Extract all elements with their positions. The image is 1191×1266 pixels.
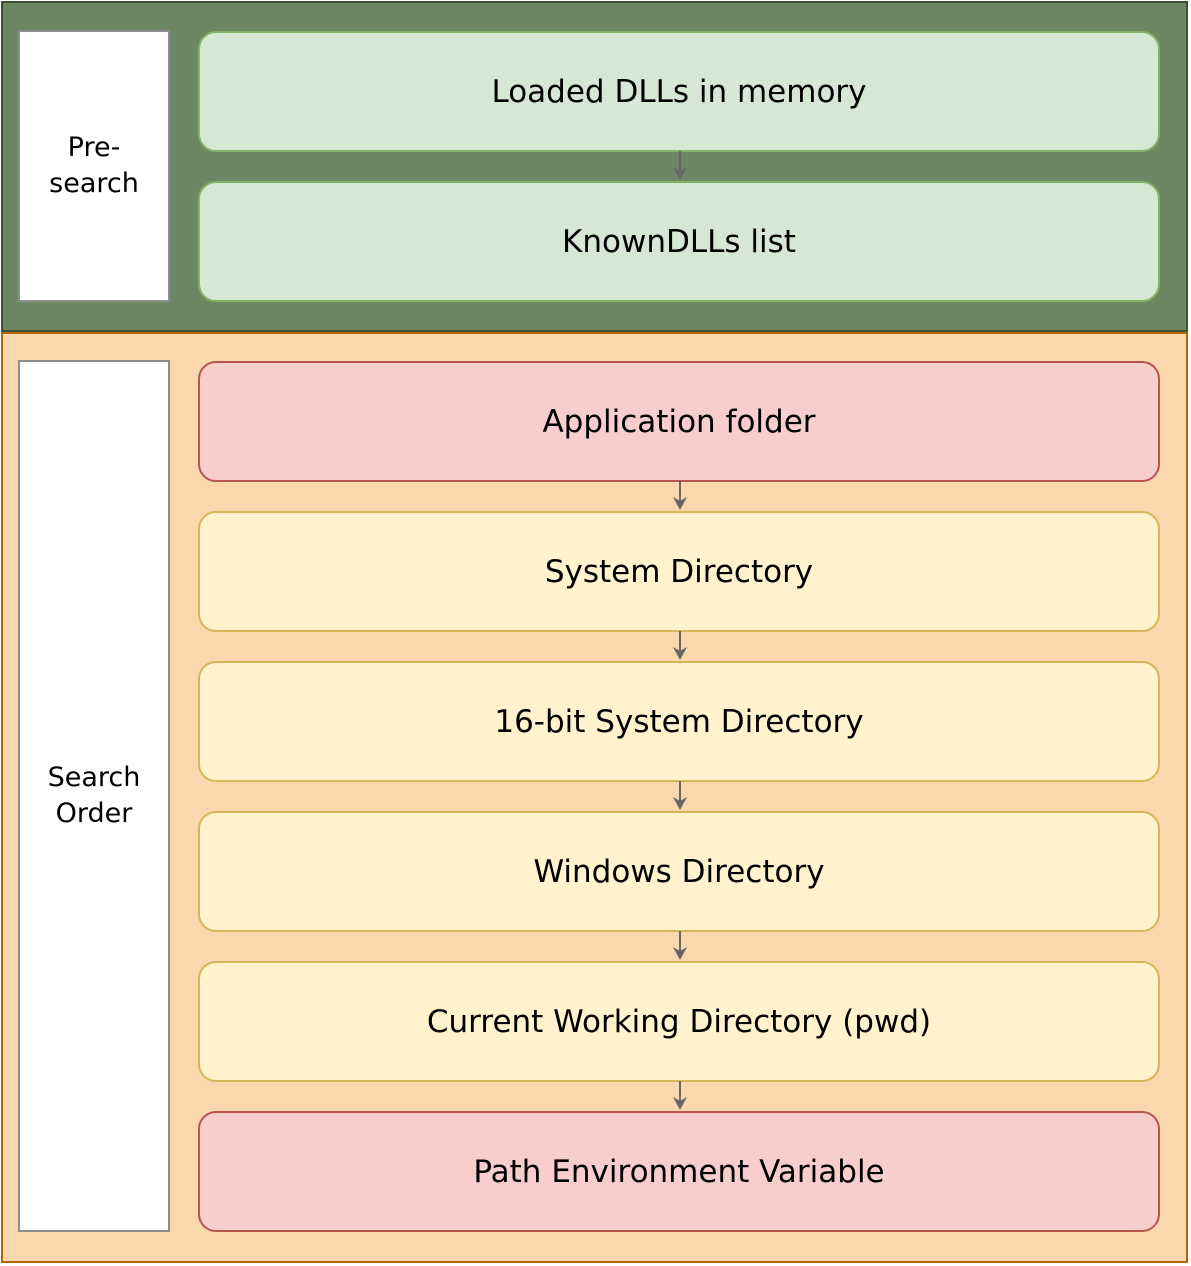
arrow-down-icon (670, 481, 690, 511)
search-order-group (1, 332, 1188, 1263)
pre-search-label-text: Pre-search (49, 132, 139, 199)
node-windows-directory: Windows Directory (198, 811, 1160, 932)
node-label: Current Working Directory (pwd) (426, 1003, 932, 1040)
pre-search-label: Pre-search (18, 30, 170, 302)
node-path-environment-variable: Path Environment Variable (198, 1111, 1160, 1232)
node-label: Windows Directory (533, 853, 825, 890)
node-system-directory: System Directory (198, 511, 1160, 632)
node-label: System Directory (544, 553, 814, 590)
node-16bit-system-directory: 16-bit System Directory (198, 661, 1160, 782)
node-knowndlls-list: KnownDLLs list (198, 181, 1160, 302)
node-label: KnownDLLs list (562, 223, 796, 260)
arrow-down-icon (670, 631, 690, 661)
node-label: 16-bit System Directory (494, 703, 864, 740)
search-order-label-text: Search Order (47, 762, 141, 829)
arrow-down-icon (670, 781, 690, 811)
arrow-down-icon (670, 151, 690, 181)
arrow-down-icon (670, 1081, 690, 1111)
node-label: Loaded DLLs in memory (491, 73, 867, 110)
arrow-down-icon (670, 931, 690, 961)
node-current-working-directory: Current Working Directory (pwd) (198, 961, 1160, 1082)
node-loaded-dlls: Loaded DLLs in memory (198, 31, 1160, 152)
node-application-folder: Application folder (198, 361, 1160, 482)
search-order-label: Search Order (18, 360, 170, 1232)
node-label: Application folder (542, 403, 816, 440)
node-label: Path Environment Variable (473, 1153, 885, 1190)
